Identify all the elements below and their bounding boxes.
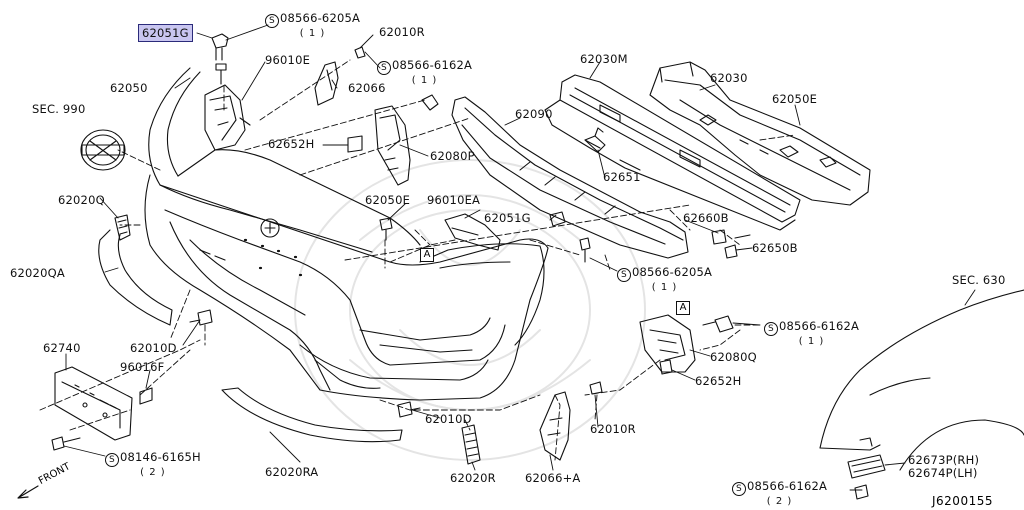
part-label-62660b[interactable]: 62660B <box>683 211 729 225</box>
part-label-62010r-low[interactable]: 62010R <box>590 422 636 436</box>
section-ref-630[interactable]: SEC. 630 <box>952 273 1006 287</box>
bolts-62660b <box>711 229 751 259</box>
bracket-62080q <box>639 314 734 375</box>
part-label-62020qa[interactable]: 62020QA <box>10 266 65 280</box>
part-label-62066[interactable]: 62066 <box>348 81 386 95</box>
part-label-96010e[interactable]: 96010E <box>265 53 311 67</box>
screw-symbol-icon: S <box>617 268 631 282</box>
spoiler-62020qa <box>98 229 173 326</box>
leader-lines <box>63 24 976 491</box>
part-label-62651[interactable]: 62651 <box>603 170 641 184</box>
callout-a-lower: A <box>676 301 690 315</box>
part-label-62066a[interactable]: 62066+A <box>525 471 581 485</box>
screw-symbol-icon: S <box>105 453 119 467</box>
part-label-62010d-left[interactable]: 62010D <box>130 341 177 355</box>
fender <box>819 289 1024 471</box>
screw-symbol-icon: S <box>732 482 746 496</box>
absorber-62090 <box>451 96 689 259</box>
part-label-62080q[interactable]: 62080Q <box>710 350 757 364</box>
bracket-62066a <box>539 381 603 461</box>
clip-62020q <box>114 214 131 241</box>
part-label-62030m[interactable]: 62030M <box>580 52 628 66</box>
screw-62010d-left <box>189 309 213 326</box>
part-label-62020r[interactable]: 62020R <box>450 471 496 485</box>
bracket-62066-upper <box>314 46 366 106</box>
part-label-62080p[interactable]: 62080P <box>430 149 475 163</box>
part-label-62050e-mid[interactable]: 62050E <box>365 193 411 207</box>
lip-62020ra <box>221 387 403 443</box>
part-label-62740[interactable]: 62740 <box>43 341 81 355</box>
guide-lines <box>39 59 796 461</box>
center-clips <box>379 211 566 251</box>
part-label-62652h-top[interactable]: 62652H <box>268 137 315 151</box>
clip-62051g-top <box>211 33 229 85</box>
part-label-62050e-right[interactable]: 62050E <box>772 92 818 106</box>
screw-symbol-icon: S <box>265 14 279 28</box>
part-label-62090[interactable]: 62090 <box>515 107 553 121</box>
part-label-62050[interactable]: 62050 <box>110 81 148 95</box>
screw-symbol-icon: S <box>764 322 778 336</box>
callout-a-upper: A <box>420 248 434 262</box>
clip-62652h-upper <box>347 135 363 153</box>
member-62030 <box>649 61 871 206</box>
part-label-62051g-top[interactable]: 62051G <box>138 24 193 42</box>
part-label-62673p[interactable]: 62673P(RH) <box>908 453 980 467</box>
part-label-96016f[interactable]: 96016F <box>120 360 165 374</box>
part-label-96010ea[interactable]: 96010EA <box>427 193 481 207</box>
screw-mid <box>579 237 591 263</box>
part-label-62020ra[interactable]: 62020RA <box>265 465 319 479</box>
front-arrow-icon <box>17 485 39 499</box>
side-bracket-upper <box>204 84 251 151</box>
diagram-id: J6200155 <box>932 494 993 508</box>
emblem <box>80 129 126 171</box>
part-62651 <box>584 127 606 153</box>
part-label-62020q[interactable]: 62020Q <box>58 193 105 207</box>
part-label-62051g-mid[interactable]: 62051G <box>484 211 531 225</box>
part-label-62010r-top[interactable]: 62010R <box>379 25 425 39</box>
part-label-62650b[interactable]: 62650B <box>752 241 798 255</box>
part-label-62652h-low[interactable]: 62652H <box>695 374 742 388</box>
part-label-62674p[interactable]: 62674P(LH) <box>908 466 978 480</box>
reinforcement-62030m <box>544 74 801 231</box>
screw-62010d-lower <box>397 401 421 418</box>
part-label-62030[interactable]: 62030 <box>710 71 748 85</box>
bumper-fascia <box>144 67 549 401</box>
section-ref-990[interactable]: SEC. 990 <box>32 102 86 116</box>
license-bracket-62740 <box>51 366 153 451</box>
screw-symbol-icon: S <box>377 61 391 75</box>
part-label-62010d-low[interactable]: 62010D <box>425 412 472 426</box>
bracket-62080p <box>374 94 439 186</box>
clip-62020r <box>461 424 481 465</box>
clip-62673p <box>847 454 886 500</box>
